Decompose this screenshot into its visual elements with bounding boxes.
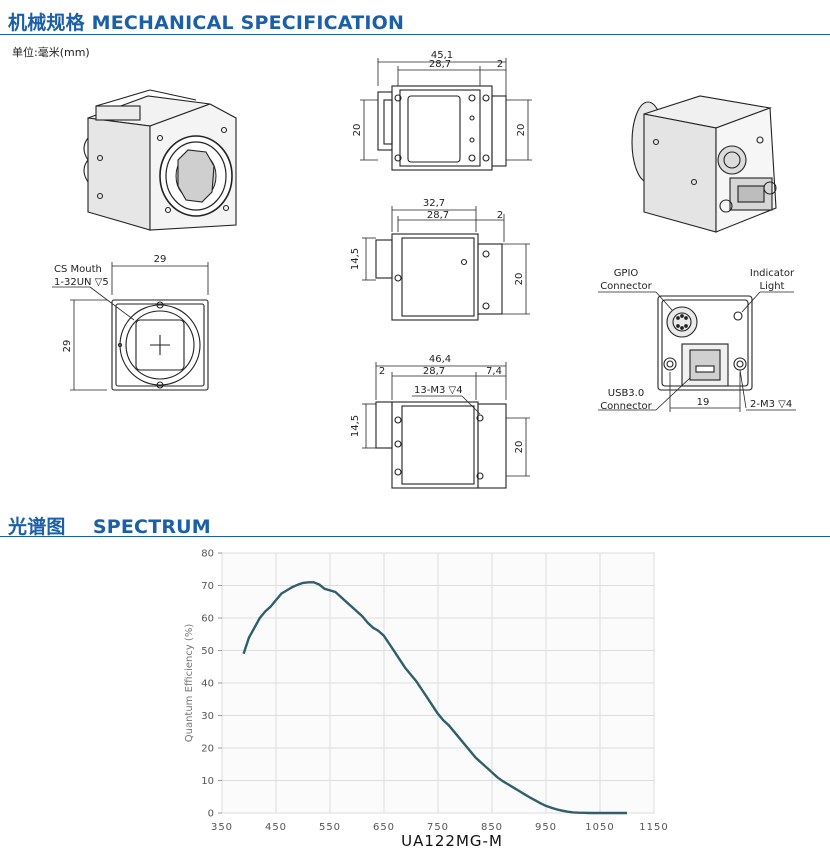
iso-rear-view bbox=[631, 95, 777, 233]
unit-note: 单位:毫米(mm) bbox=[12, 46, 90, 59]
top-body-dim: 28,7 bbox=[429, 59, 451, 70]
side-overall-dim: 32,7 bbox=[423, 198, 445, 209]
bottom-overall-dim: 46,4 bbox=[429, 354, 451, 365]
spectrum-rule bbox=[0, 536, 830, 537]
y-tick-label: 20 bbox=[201, 744, 214, 755]
top-view bbox=[360, 58, 532, 171]
gpio-label-1: GPIO bbox=[614, 268, 639, 279]
bottom-height-right-dim: 20 bbox=[514, 441, 525, 454]
top-height-left-dim: 20 bbox=[352, 124, 363, 137]
gpio-label-2: Connector bbox=[600, 281, 652, 292]
y-tick-label: 60 bbox=[201, 614, 214, 625]
tick-labels: 350 450 550 650 750 850 950 1050 1150 0 10 20 30 40 50… bbox=[201, 549, 668, 834]
bottom-body-dim: 28,7 bbox=[423, 366, 445, 377]
bottom-height-left-dim: 14,5 bbox=[350, 415, 361, 437]
bottom-view bbox=[362, 362, 530, 489]
rear-spacing-dim: 19 bbox=[697, 397, 710, 408]
model-name: UA122MG-M bbox=[401, 832, 503, 850]
y-tick-label: 80 bbox=[201, 549, 214, 560]
qe-series-line bbox=[242, 581, 627, 815]
mechanical-drawings: 29 29 CS Mouth 1-32UN ▽5 45,1 28,7 2 20 … bbox=[52, 50, 796, 489]
y-tick-label: 10 bbox=[201, 776, 214, 787]
y-tick-label: 70 bbox=[201, 581, 214, 592]
side-height-right-dim: 20 bbox=[514, 273, 525, 286]
x-tick-label: 350 bbox=[211, 822, 233, 833]
side-view bbox=[362, 206, 530, 321]
x-tick-label: 850 bbox=[481, 822, 503, 833]
mount-label-1: CS Mouth bbox=[54, 264, 102, 275]
top-offset-dim: 2 bbox=[497, 59, 503, 70]
side-offset-dim: 2 bbox=[497, 210, 503, 221]
led-label-2: Light bbox=[760, 281, 785, 292]
bottom-holes-label: 13-M3 ▽4 bbox=[414, 385, 463, 396]
top-height-right-dim: 20 bbox=[516, 124, 527, 137]
x-tick-label: 750 bbox=[427, 822, 449, 833]
iso-front-view bbox=[83, 89, 237, 231]
x-tick-label: 950 bbox=[535, 822, 557, 833]
y-tick-label: 40 bbox=[201, 679, 214, 690]
x-tick-label: 650 bbox=[373, 822, 395, 833]
front-view bbox=[52, 262, 209, 391]
rear-holes-label: 2-M3 ▽4 bbox=[750, 399, 792, 410]
y-tick-label: 30 bbox=[201, 711, 214, 722]
x-tick-label: 1050 bbox=[585, 822, 614, 833]
mechanical-rule bbox=[0, 34, 830, 35]
mount-label-2: 1-32UN ▽5 bbox=[54, 277, 109, 288]
y-tick-label: 50 bbox=[201, 646, 214, 657]
side-height-left-dim: 14,5 bbox=[350, 248, 361, 270]
spectrum-heading: 光谱图 SPECTRUM bbox=[8, 516, 211, 538]
y-tick-label: 0 bbox=[208, 809, 214, 820]
bottom-left-offset-dim: 2 bbox=[379, 366, 385, 377]
front-width-dim: 29 bbox=[154, 254, 167, 265]
usb-label-1: USB3.0 bbox=[608, 388, 644, 399]
x-tick-label: 1150 bbox=[639, 822, 668, 833]
side-body-dim: 28,7 bbox=[427, 210, 449, 221]
bottom-right-offset-dim: 7,4 bbox=[486, 366, 502, 377]
spectrum-chart: 350 450 550 650 750 850 950 1050 1150 0 10 20 30 40 50… bbox=[184, 549, 668, 834]
y-axis-label: Quantum Efficiency (%) bbox=[184, 624, 195, 743]
rear-view bbox=[598, 291, 796, 412]
led-label-1: Indicator bbox=[750, 268, 795, 279]
grid bbox=[218, 552, 655, 814]
front-height-dim: 29 bbox=[62, 340, 73, 353]
top-overall-dim: 45,1 bbox=[431, 50, 453, 61]
usb-label-2: Connector bbox=[600, 401, 652, 412]
mechanical-heading: 机械规格 MECHANICAL SPECIFICATION bbox=[8, 12, 405, 34]
x-tick-label: 450 bbox=[265, 822, 287, 833]
x-tick-label: 550 bbox=[319, 822, 341, 833]
